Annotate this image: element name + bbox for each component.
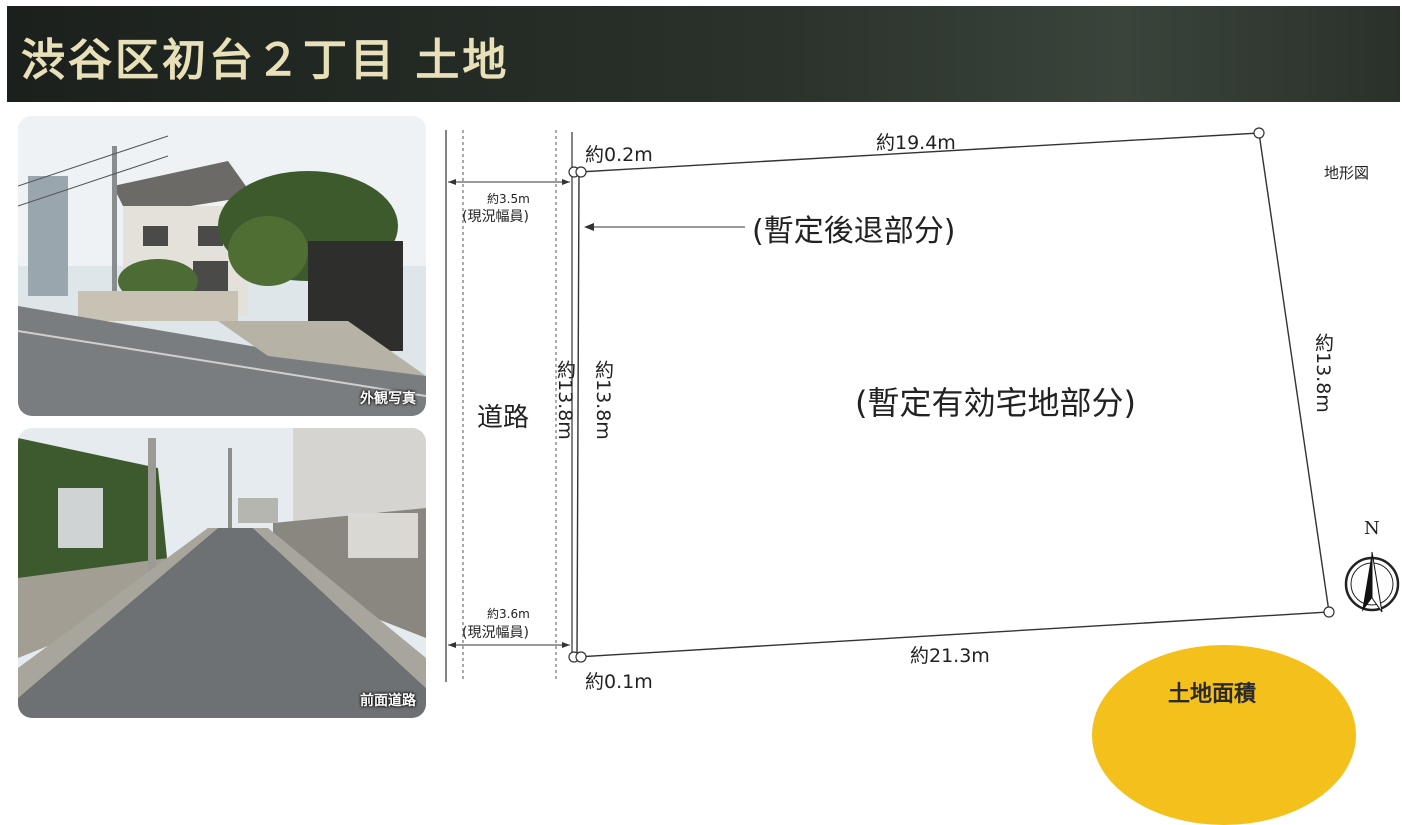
setback-area-label: (暫定後退部分) xyxy=(752,214,956,249)
corner-marker xyxy=(575,166,587,178)
effective-area-label: (暫定有効宅地部分) xyxy=(855,384,1136,422)
corner-marker xyxy=(1253,127,1265,139)
land-area-label: 土地面積 xyxy=(1168,682,1257,707)
header-bar: 渋谷区初台２丁目 土地 xyxy=(7,6,1400,102)
bottom-edge-length: 約21.3m xyxy=(910,645,990,667)
bottom-offset-label: 約0.1m xyxy=(585,671,653,693)
road-width-bottom: 約3.6m xyxy=(487,607,530,621)
exterior-photo: 外観写真 xyxy=(18,116,426,416)
left-edge-length-inner: 約13.8m xyxy=(592,360,614,440)
front-road-photo: 前面道路 xyxy=(18,428,426,718)
right-edge-length: 約13.8m xyxy=(1312,333,1334,413)
photo-caption-front-road: 前面道路 xyxy=(360,693,416,709)
road-label: 道路 xyxy=(477,403,530,433)
front-road-photo-image xyxy=(18,428,426,718)
map-type-label: 地形図 xyxy=(1324,164,1370,182)
north-compass-icon xyxy=(1344,551,1400,613)
photo-caption-exterior: 外観写真 xyxy=(360,391,416,407)
land-diagram xyxy=(445,127,1400,682)
corner-marker xyxy=(575,651,587,663)
road-width-top: 約3.5m xyxy=(487,192,530,206)
north-label: N xyxy=(1364,518,1380,539)
top-edge-length: 約19.4m xyxy=(876,132,956,154)
corner-marker xyxy=(1323,606,1335,618)
left-edge-length-outer: 約13.8m xyxy=(554,360,576,440)
road-width-bottom-note: (現況幅員) xyxy=(462,625,529,641)
land-area-badge xyxy=(1092,645,1356,825)
exterior-photo-image xyxy=(18,116,426,416)
page-title: 渋谷区初台２丁目 土地 xyxy=(21,35,510,86)
top-offset-label: 約0.2m xyxy=(585,144,653,166)
road-width-top-note: (現況幅員) xyxy=(462,209,529,225)
